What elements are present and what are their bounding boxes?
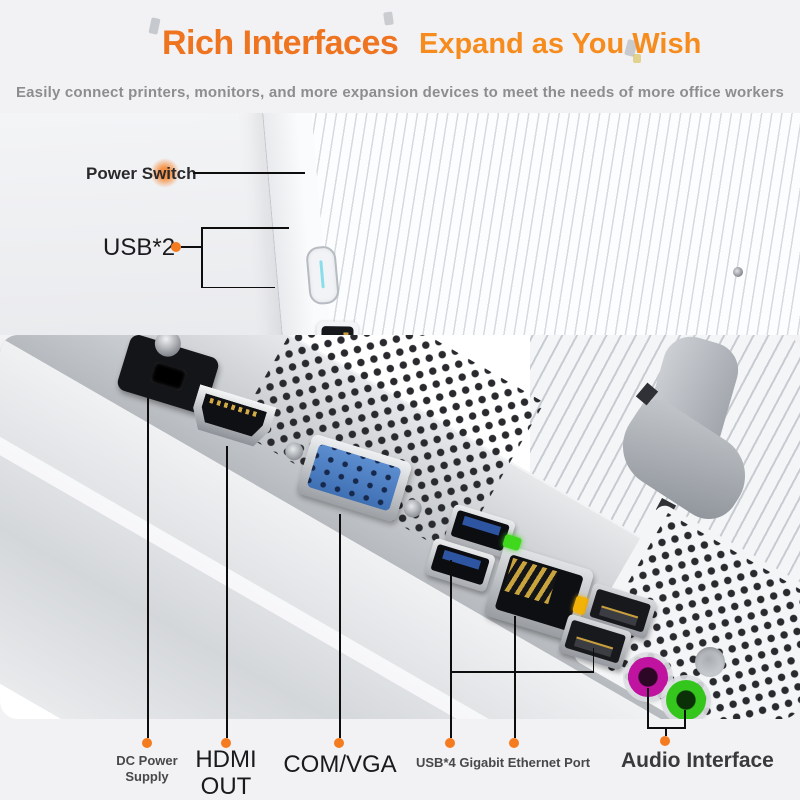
callout-dot bbox=[142, 738, 152, 748]
power-button bbox=[305, 245, 341, 306]
dc-jack-screw-icon bbox=[151, 335, 185, 360]
callout-dot bbox=[509, 738, 519, 748]
com-vga-label: COM/VGA bbox=[283, 751, 397, 778]
usb3-blue-tab-icon bbox=[462, 515, 502, 536]
stand-screw-hole bbox=[695, 647, 725, 677]
hdmi-out-label: HDMI OUT bbox=[195, 746, 257, 800]
usb2-tab-icon bbox=[598, 605, 639, 627]
device-side-edge bbox=[261, 113, 800, 335]
back-view-photo bbox=[0, 335, 800, 719]
headphone-jack bbox=[666, 680, 706, 719]
page-title: Rich Interfaces bbox=[162, 24, 399, 62]
callout-dot bbox=[221, 738, 231, 748]
audio-interface-label: Audio Interface bbox=[621, 749, 774, 772]
callout-dot bbox=[660, 736, 670, 746]
dc-jack-opening bbox=[148, 360, 188, 392]
usb2-tab-icon bbox=[573, 636, 614, 658]
page-subtitle: Expand as You Wish bbox=[419, 28, 702, 60]
power-led-icon bbox=[319, 260, 325, 289]
ethernet-pins-icon bbox=[503, 557, 559, 605]
callout-dot bbox=[445, 738, 455, 748]
decorative-speck bbox=[148, 17, 161, 35]
usb-port-top-1 bbox=[315, 320, 359, 335]
callout-line bbox=[647, 727, 686, 729]
side-view-photo bbox=[0, 113, 800, 335]
mic-jack bbox=[628, 657, 668, 697]
decorative-speck bbox=[633, 54, 641, 63]
callout-line bbox=[665, 727, 667, 736]
tagline-text: Easily connect printers, monitors, and m… bbox=[15, 84, 785, 101]
hdmi-pins-icon bbox=[209, 398, 260, 418]
callout-dot bbox=[334, 738, 344, 748]
usb-ethernet-label: USB*4 Gigabit Ethernet Port bbox=[416, 755, 591, 770]
usb-a-connector-icon bbox=[320, 326, 354, 335]
device-pinstripe-surface bbox=[309, 113, 800, 335]
screw-hole-icon bbox=[733, 267, 743, 277]
usb3-blue-tab-icon bbox=[442, 549, 482, 570]
dc-power-label: DC Power Supply bbox=[116, 753, 178, 785]
